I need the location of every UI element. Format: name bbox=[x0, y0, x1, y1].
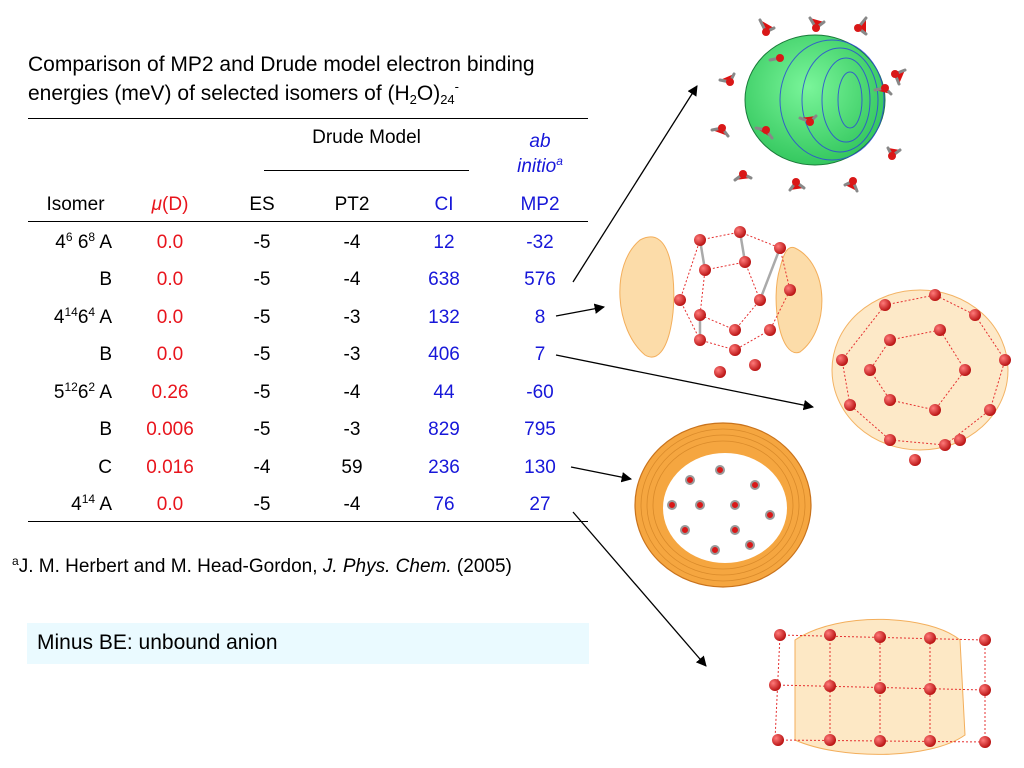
ci-value: 12 bbox=[433, 232, 455, 253]
es-value: -4 bbox=[253, 457, 271, 478]
slide-title: Comparison of MP2 and Drude model electr… bbox=[28, 50, 668, 108]
mp2-value: 8 bbox=[534, 307, 546, 328]
pt2-value: -3 bbox=[343, 419, 361, 440]
ci-value: 44 bbox=[433, 382, 455, 403]
pt2-value: -4 bbox=[343, 494, 361, 515]
ci-value: 829 bbox=[428, 419, 460, 440]
title-line-1: Comparison of MP2 and Drude model electr… bbox=[28, 53, 535, 76]
title-line-2: energies (meV) of selected isomers of (H… bbox=[28, 79, 460, 107]
isomer-label: 46 68 A bbox=[55, 230, 112, 253]
mu-value: 0.006 bbox=[146, 419, 194, 440]
mu-value: 0.0 bbox=[156, 269, 184, 290]
mp2-value: -60 bbox=[526, 382, 554, 403]
cage-b-cluster bbox=[831, 289, 1011, 466]
orange-mesh bbox=[831, 289, 1009, 451]
ring-hole bbox=[663, 453, 787, 563]
mp2-value: 130 bbox=[524, 457, 556, 478]
ci-value: 132 bbox=[428, 307, 460, 328]
col-header-mp2: MP2 bbox=[520, 194, 560, 215]
isomer-label: B bbox=[99, 419, 112, 440]
mu-value: 0.0 bbox=[156, 344, 184, 365]
ci-value: 236 bbox=[428, 457, 460, 478]
mu-value: 0.26 bbox=[151, 382, 189, 403]
tube-cluster bbox=[769, 618, 991, 755]
arrow-to-cage-a bbox=[555, 303, 606, 317]
isomer-label: 414 A bbox=[71, 492, 112, 515]
arrow-to-tube bbox=[572, 511, 707, 667]
isomer-label: B bbox=[99, 269, 112, 290]
mp2-value: 576 bbox=[524, 269, 556, 290]
col-header-ci: CI bbox=[434, 194, 454, 215]
orange-lobe-left bbox=[619, 236, 675, 358]
isomer-label: 51262 A bbox=[53, 380, 112, 403]
isomer-label: B bbox=[99, 344, 112, 365]
note-text: Minus BE: unbound anion bbox=[37, 631, 278, 654]
cage-a-cluster bbox=[619, 226, 823, 378]
ab-initio-header: ab initioa bbox=[517, 131, 563, 177]
citation: aJ. M. Herbert and M. Head-Gordon, J. Ph… bbox=[12, 554, 512, 577]
mu-value: 0.0 bbox=[156, 494, 184, 515]
pt2-value: -4 bbox=[343, 232, 361, 253]
arrow-to-cage-b bbox=[555, 354, 815, 411]
col-header-es: ES bbox=[249, 194, 275, 215]
drude-group-rule bbox=[264, 170, 469, 171]
ci-value: 406 bbox=[428, 344, 460, 365]
es-value: -5 bbox=[253, 494, 271, 515]
table-top-rule bbox=[28, 118, 588, 119]
note-box: Minus BE: unbound anion bbox=[27, 623, 589, 664]
arrows bbox=[555, 85, 815, 667]
pt2-value: 59 bbox=[341, 457, 363, 478]
mu-value: 0.016 bbox=[146, 457, 194, 478]
isomer-label: C bbox=[98, 457, 112, 478]
arrow-to-sphere bbox=[572, 85, 698, 283]
col-header-pt2: PT2 bbox=[334, 194, 370, 215]
mp2-value: -32 bbox=[526, 232, 554, 253]
table-header-rule bbox=[28, 221, 588, 222]
green-surface bbox=[744, 34, 886, 166]
orange-lobe-right bbox=[775, 246, 823, 354]
es-value: -5 bbox=[253, 232, 271, 253]
ci-value: 638 bbox=[428, 269, 460, 290]
pt2-value: -4 bbox=[343, 269, 361, 290]
mu-value: 0.0 bbox=[156, 307, 184, 328]
es-value: -5 bbox=[253, 307, 271, 328]
es-value: -5 bbox=[253, 419, 271, 440]
pt2-value: -4 bbox=[343, 382, 361, 403]
orange-ring-cluster bbox=[634, 422, 812, 588]
mp2-value: 27 bbox=[529, 494, 551, 515]
mp2-value: 795 bbox=[524, 419, 556, 440]
arrow-to-ring bbox=[570, 466, 633, 483]
col-header-mu: μ(D) bbox=[151, 194, 189, 215]
mu-value: 0.0 bbox=[156, 232, 184, 253]
es-value: -5 bbox=[253, 344, 271, 365]
drude-model-header: Drude Model bbox=[312, 127, 421, 148]
isomer-label: 41464 A bbox=[53, 305, 112, 328]
ci-value: 76 bbox=[433, 494, 455, 515]
green-sphere-cluster bbox=[710, 16, 907, 193]
pt2-value: -3 bbox=[343, 307, 361, 328]
col-header-isomer: Isomer bbox=[46, 194, 105, 215]
mp2-value: 7 bbox=[534, 344, 546, 365]
table-bottom-rule bbox=[28, 521, 588, 522]
es-value: -5 bbox=[253, 382, 271, 403]
pt2-value: -3 bbox=[343, 344, 361, 365]
es-value: -5 bbox=[253, 269, 271, 290]
